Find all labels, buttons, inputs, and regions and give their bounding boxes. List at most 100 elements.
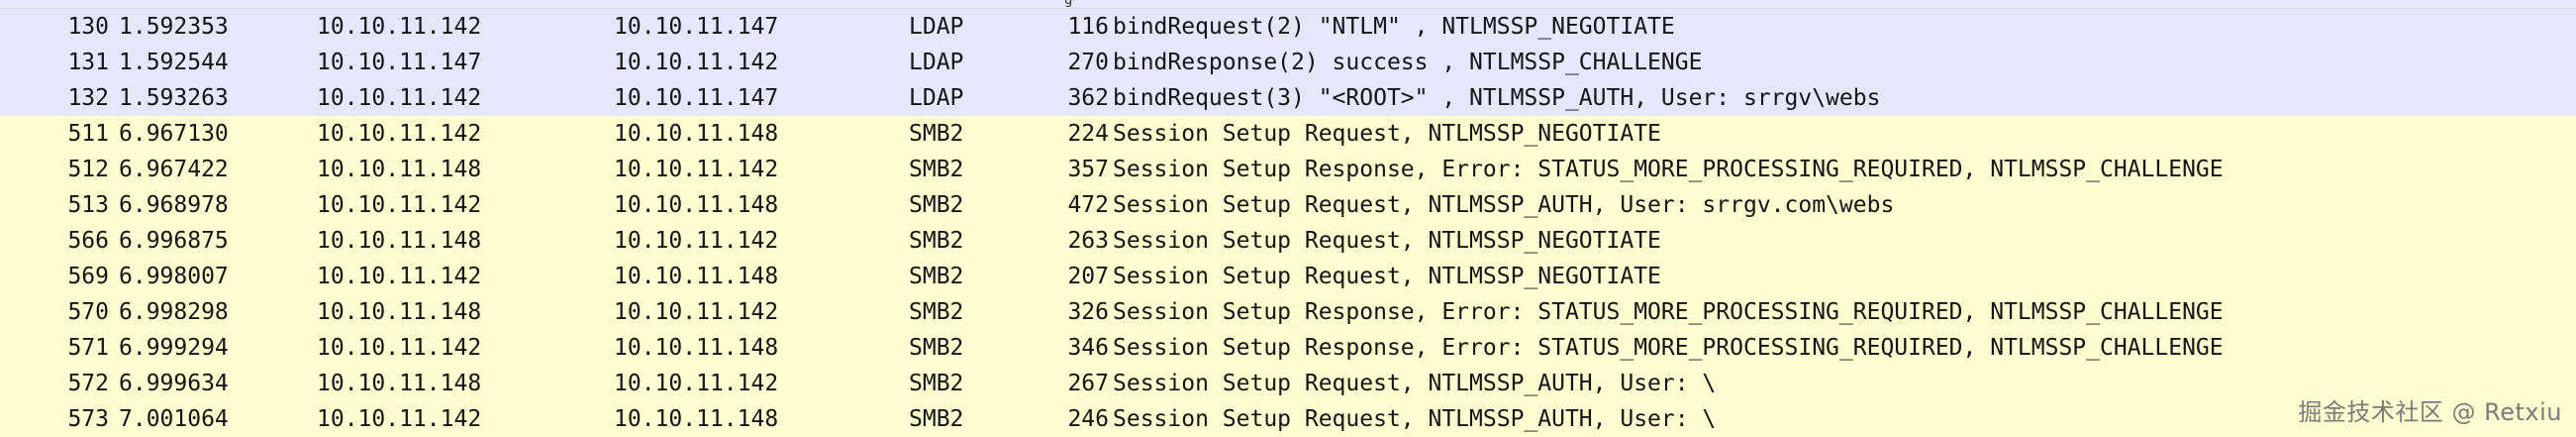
packet-length: 246 [1067,406,1109,432]
packet-protocol: SMB2 [909,121,964,147]
packet-source: 10.10.11.148 [317,228,482,254]
packet-number: 573 [67,406,109,432]
packet-destination: 10.10.11.148 [614,406,779,432]
packet-info: bindRequest(2) "NTLM" , NTLMSSP_NEGOTIAT… [1113,14,1675,40]
packet-info: Session Setup Request, NTLMSSP_NEGOTIATE [1113,264,1661,289]
packet-rows: 130 1.592353 10.10.11.142 10.10.11.147 L… [0,9,2576,437]
packet-length: 357 [1067,157,1109,182]
packet-row[interactable]: 570 6.998298 10.10.11.148 10.10.11.142 S… [0,294,2576,330]
packet-number: 566 [67,228,109,254]
packet-protocol: LDAP [909,14,964,40]
packet-info: Session Setup Response, Error: STATUS_MO… [1113,299,2224,325]
packet-destination: 10.10.11.147 [614,14,779,40]
packet-info: Session Setup Request, NTLMSSP_AUTH, Use… [1113,406,1717,432]
packet-list-top-edge: g [0,0,2576,9]
packet-length: 346 [1067,335,1109,361]
packet-row[interactable]: 572 6.999634 10.10.11.148 10.10.11.142 S… [0,366,2576,401]
packet-info: Session Setup Request, NTLMSSP_NEGOTIATE [1113,121,1661,147]
packet-time: 1.592353 [119,14,229,40]
packet-row[interactable]: 132 1.593263 10.10.11.142 10.10.11.147 L… [0,80,2576,116]
packet-number: 513 [67,192,109,218]
packet-info: bindRequest(3) "<ROOT>" , NTLMSSP_AUTH, … [1113,85,1881,111]
packet-number: 132 [67,85,109,111]
packet-source: 10.10.11.142 [317,335,482,361]
packet-time: 1.593263 [119,85,229,111]
packet-row[interactable]: 513 6.968978 10.10.11.142 10.10.11.148 S… [0,187,2576,223]
packet-time: 1.592544 [119,50,229,75]
packet-info: Session Setup Response, Error: STATUS_MO… [1113,157,2224,182]
packet-protocol: SMB2 [909,228,964,254]
packet-length: 224 [1067,121,1109,147]
packet-length: 267 [1067,371,1109,396]
packet-destination: 10.10.11.142 [614,50,779,75]
packet-number: 130 [67,14,109,40]
packet-source: 10.10.11.142 [317,192,482,218]
packet-row[interactable]: 573 7.001064 10.10.11.142 10.10.11.148 S… [0,401,2576,437]
packet-protocol: SMB2 [909,371,964,396]
packet-time: 6.999294 [119,335,229,361]
packet-info: Session Setup Request, NTLMSSP_NEGOTIATE [1113,228,1661,254]
packet-destination: 10.10.11.148 [614,335,779,361]
packet-row[interactable]: 571 6.999294 10.10.11.142 10.10.11.148 S… [0,330,2576,366]
packet-time: 6.998298 [119,299,229,325]
packet-destination: 10.10.11.142 [614,157,779,182]
packet-source: 10.10.11.148 [317,157,482,182]
packet-number: 511 [67,121,109,147]
packet-length: 270 [1067,50,1109,75]
packet-number: 572 [67,371,109,396]
packet-time: 6.968978 [119,192,229,218]
packet-length: 207 [1067,264,1109,289]
packet-protocol: LDAP [909,50,964,75]
packet-time: 6.999634 [119,371,229,396]
packet-row[interactable]: 130 1.592353 10.10.11.142 10.10.11.147 L… [0,9,2576,45]
packet-source: 10.10.11.142 [317,121,482,147]
packet-number: 569 [67,264,109,289]
packet-info: Session Setup Response, Error: STATUS_MO… [1113,335,2224,361]
packet-source: 10.10.11.142 [317,85,482,111]
packet-destination: 10.10.11.142 [614,371,779,396]
packet-number: 570 [67,299,109,325]
clipped-row-fragment: g [1064,0,1073,8]
packet-info: Session Setup Request, NTLMSSP_AUTH, Use… [1113,371,1717,396]
packet-length: 263 [1067,228,1109,254]
packet-row[interactable]: 569 6.998007 10.10.11.142 10.10.11.148 S… [0,259,2576,294]
packet-destination: 10.10.11.142 [614,228,779,254]
packet-row[interactable]: 511 6.967130 10.10.11.142 10.10.11.148 S… [0,116,2576,152]
packet-protocol: SMB2 [909,264,964,289]
packet-destination: 10.10.11.148 [614,121,779,147]
packet-length: 116 [1067,14,1109,40]
packet-row[interactable]: 566 6.996875 10.10.11.148 10.10.11.142 S… [0,223,2576,259]
packet-time: 6.996875 [119,228,229,254]
packet-protocol: SMB2 [909,192,964,218]
packet-destination: 10.10.11.148 [614,192,779,218]
packet-source: 10.10.11.147 [317,50,482,75]
packet-number: 131 [67,50,109,75]
packet-info: Session Setup Request, NTLMSSP_AUTH, Use… [1113,192,1895,218]
packet-time: 7.001064 [119,406,229,432]
packet-row[interactable]: 131 1.592544 10.10.11.147 10.10.11.142 L… [0,45,2576,80]
packet-protocol: LDAP [909,85,964,111]
packet-destination: 10.10.11.142 [614,299,779,325]
packet-source: 10.10.11.148 [317,371,482,396]
packet-protocol: SMB2 [909,406,964,432]
packet-protocol: SMB2 [909,157,964,182]
packet-protocol: SMB2 [909,335,964,361]
packet-length: 362 [1067,85,1109,111]
packet-source: 10.10.11.148 [317,299,482,325]
packet-length: 472 [1067,192,1109,218]
packet-row[interactable]: 512 6.967422 10.10.11.148 10.10.11.142 S… [0,152,2576,187]
packet-info: bindResponse(2) success , NTLMSSP_CHALLE… [1113,50,1703,75]
packet-destination: 10.10.11.148 [614,264,779,289]
packet-number: 512 [67,157,109,182]
packet-time: 6.967130 [119,121,229,147]
packet-source: 10.10.11.142 [317,264,482,289]
packet-number: 571 [67,335,109,361]
packet-length: 326 [1067,299,1109,325]
packet-time: 6.967422 [119,157,229,182]
packet-time: 6.998007 [119,264,229,289]
packet-destination: 10.10.11.147 [614,85,779,111]
packet-protocol: SMB2 [909,299,964,325]
watermark: 掘金技术社区 @ Retxiu [2298,398,2562,426]
packet-source: 10.10.11.142 [317,14,482,40]
